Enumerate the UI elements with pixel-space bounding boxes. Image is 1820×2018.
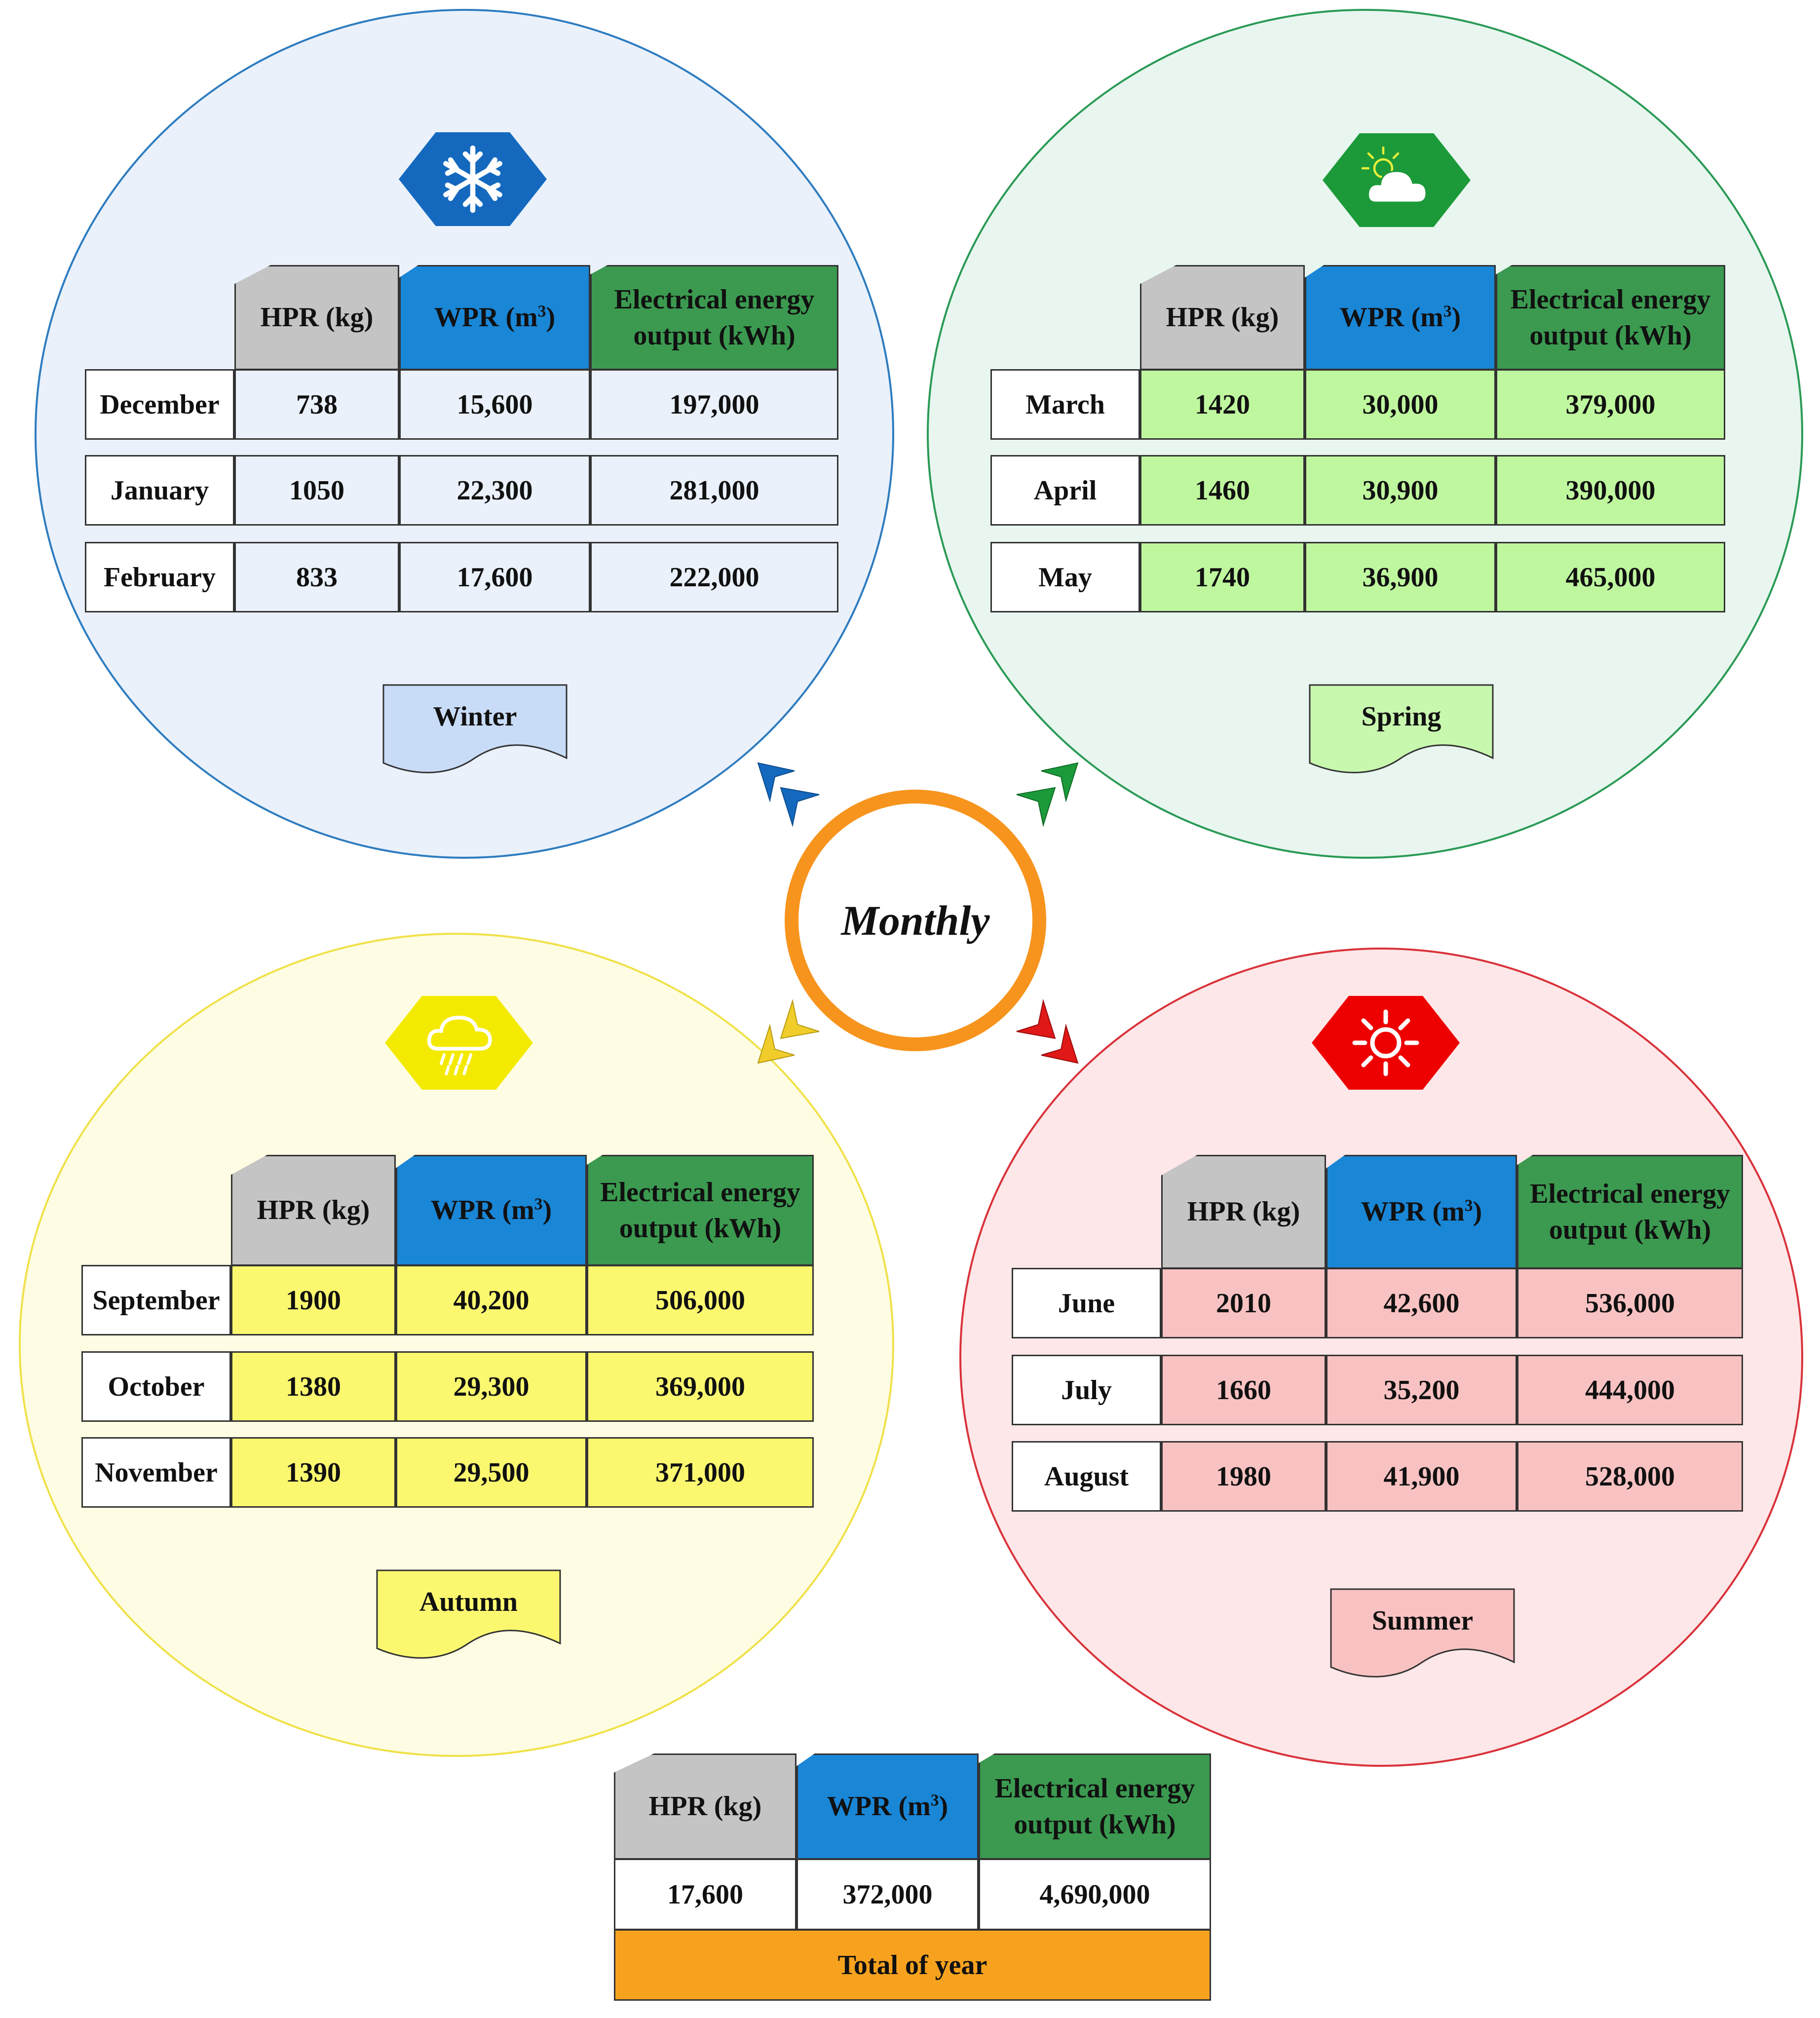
hpr-cell: 833	[234, 542, 399, 612]
wpr-cell: 41,900	[1326, 1441, 1517, 1512]
month-cell: February	[85, 542, 234, 612]
eeo-cell: 281,000	[590, 455, 838, 526]
arrow-to-summer	[1016, 999, 1079, 1064]
hpr-cell: 1420	[1140, 369, 1305, 440]
summer-hpr-header: HPR (kg)	[1161, 1155, 1326, 1269]
eeo-cell: 371,000	[587, 1437, 814, 1508]
wpr-cell: 30,900	[1305, 455, 1496, 526]
wpr-cell: 30,000	[1305, 369, 1496, 440]
summer-wpr-header: WPR (m3)	[1326, 1155, 1517, 1269]
wpr-cell: 29,500	[396, 1437, 587, 1508]
eeo-cell: 536,000	[1517, 1268, 1743, 1338]
month-cell: June	[1012, 1268, 1161, 1338]
eeo-cell: 379,000	[1496, 369, 1725, 440]
hpr-cell: 1390	[231, 1437, 396, 1508]
month-cell: October	[81, 1351, 231, 1422]
summer-label-tag: Summer	[1330, 1588, 1515, 1678]
autumn-label-tag: Autumn	[376, 1569, 561, 1659]
spring-label-tag: Spring	[1309, 684, 1494, 774]
month-cell: January	[85, 455, 234, 526]
wpr-cell: 29,300	[396, 1351, 587, 1422]
wpr-cell: 15,600	[399, 369, 590, 440]
total-eeo-cell: 4,690,000	[979, 1859, 1211, 1930]
spring-hpr-header: HPR (kg)	[1140, 265, 1305, 370]
winter-wpr-header: WPR (m3)	[399, 265, 590, 370]
month-cell: July	[1012, 1355, 1161, 1425]
partly-cloudy-icon	[1361, 146, 1427, 203]
total-wpr-header: WPR (m3)	[796, 1753, 979, 1860]
eeo-cell: 506,000	[587, 1265, 814, 1335]
hpr-cell: 738	[234, 369, 399, 440]
hpr-cell: 1740	[1140, 542, 1305, 612]
hpr-cell: 1050	[234, 455, 399, 526]
monthly-label: Monthly	[841, 897, 990, 944]
eeo-cell: 444,000	[1517, 1355, 1743, 1425]
arrow-to-winter	[757, 762, 820, 827]
total-wpr-cell: 372,000	[796, 1859, 979, 1930]
autumn-hpr-header: HPR (kg)	[231, 1155, 396, 1266]
total-of-year-bar: Total of year	[614, 1929, 1211, 2001]
wpr-cell: 22,300	[399, 455, 590, 526]
spring-wpr-header: WPR (m3)	[1305, 265, 1496, 370]
hpr-cell: 1900	[231, 1265, 396, 1335]
rain-cloud-icon	[427, 1016, 492, 1075]
month-cell: May	[990, 542, 1140, 612]
eeo-cell: 222,000	[590, 542, 838, 612]
arrow-to-spring	[1016, 762, 1079, 827]
snowflake-icon	[443, 145, 502, 213]
hpr-cell: 2010	[1161, 1268, 1326, 1338]
total-hpr-header: HPR (kg)	[614, 1753, 796, 1860]
wpr-cell: 35,200	[1326, 1355, 1517, 1425]
month-cell: December	[85, 369, 234, 440]
sun-icon	[1352, 1009, 1419, 1076]
autumn-wpr-header: WPR (m3)	[396, 1155, 587, 1266]
wpr-cell: 36,900	[1305, 542, 1496, 612]
hpr-cell: 1380	[231, 1351, 396, 1422]
wpr-cell: 17,600	[399, 542, 590, 612]
summer-hex-badge	[1312, 996, 1460, 1090]
hpr-cell: 1660	[1161, 1355, 1326, 1425]
total-hpr-cell: 17,600	[614, 1859, 796, 1930]
month-cell: April	[990, 455, 1140, 526]
autumn-hex-badge	[385, 996, 533, 1090]
arrow-to-autumn	[757, 999, 820, 1064]
eeo-cell: 369,000	[587, 1351, 814, 1422]
month-cell: August	[1012, 1441, 1161, 1512]
winter-label-tag: Winter	[382, 684, 568, 774]
eeo-cell: 465,000	[1496, 542, 1725, 612]
month-cell: March	[990, 369, 1140, 440]
eeo-cell: 197,000	[590, 369, 838, 440]
eeo-cell: 390,000	[1496, 455, 1725, 526]
eeo-cell: 528,000	[1517, 1441, 1743, 1512]
hpr-cell: 1460	[1140, 455, 1305, 526]
monthly-ring: Monthly	[785, 790, 1046, 1051]
wpr-cell: 42,600	[1326, 1268, 1517, 1338]
wpr-cell: 40,200	[396, 1265, 587, 1335]
hpr-cell: 1980	[1161, 1441, 1326, 1512]
month-cell: September	[81, 1265, 231, 1335]
winter-hpr-header: HPR (kg)	[234, 265, 399, 370]
month-cell: November	[81, 1437, 231, 1508]
